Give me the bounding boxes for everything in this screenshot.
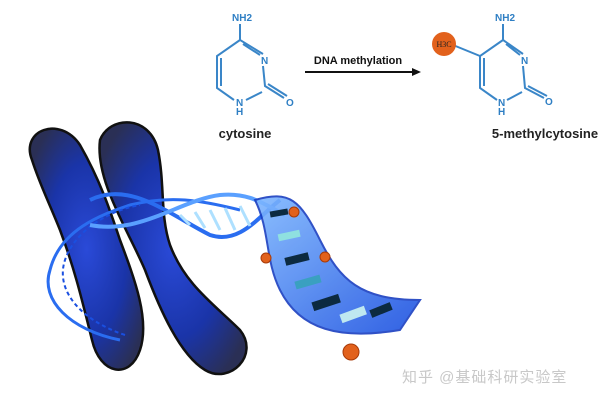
- n1-label: N: [236, 98, 243, 109]
- watermark: 知乎 @基础科研实验室: [402, 369, 568, 386]
- methyl-mark: [342, 343, 360, 361]
- methyl-label: H3C: [436, 40, 451, 49]
- methyl-mark: [288, 206, 300, 218]
- h1-label: H: [236, 107, 243, 118]
- methyl-mark: [319, 251, 331, 263]
- methyl-marks: [260, 206, 360, 361]
- cytosine-label: cytosine: [219, 126, 272, 141]
- oxygen-label: O: [286, 98, 294, 109]
- base-pairs: [269, 208, 393, 324]
- methylcytosine-label: 5-methylcytosine: [492, 126, 598, 141]
- h1-label: H: [498, 107, 505, 118]
- n3-label: N: [521, 56, 528, 67]
- chromatid-right: [98, 121, 248, 376]
- oxygen-label: O: [545, 97, 553, 108]
- dna-helix: [46, 192, 422, 342]
- amine-label: NH2: [232, 13, 252, 24]
- chromatid-left: [28, 127, 145, 371]
- reaction-arrow: DNA methylation: [305, 55, 421, 76]
- n3-label: N: [261, 56, 268, 67]
- methyl-mark: [260, 252, 272, 264]
- methyl-group-highlight: [432, 32, 456, 56]
- dna-ribbon: [253, 195, 422, 335]
- methylcytosine-structure: H3C NH2 N N H O 5-methylcytosine: [432, 13, 598, 141]
- n1-label: N: [498, 98, 505, 109]
- chromosome-illustration: [28, 121, 248, 376]
- arrow-label: DNA methylation: [314, 55, 402, 67]
- cytosine-structure: NH2 N N H O cytosine: [216, 13, 294, 141]
- amine-label: NH2: [495, 13, 515, 24]
